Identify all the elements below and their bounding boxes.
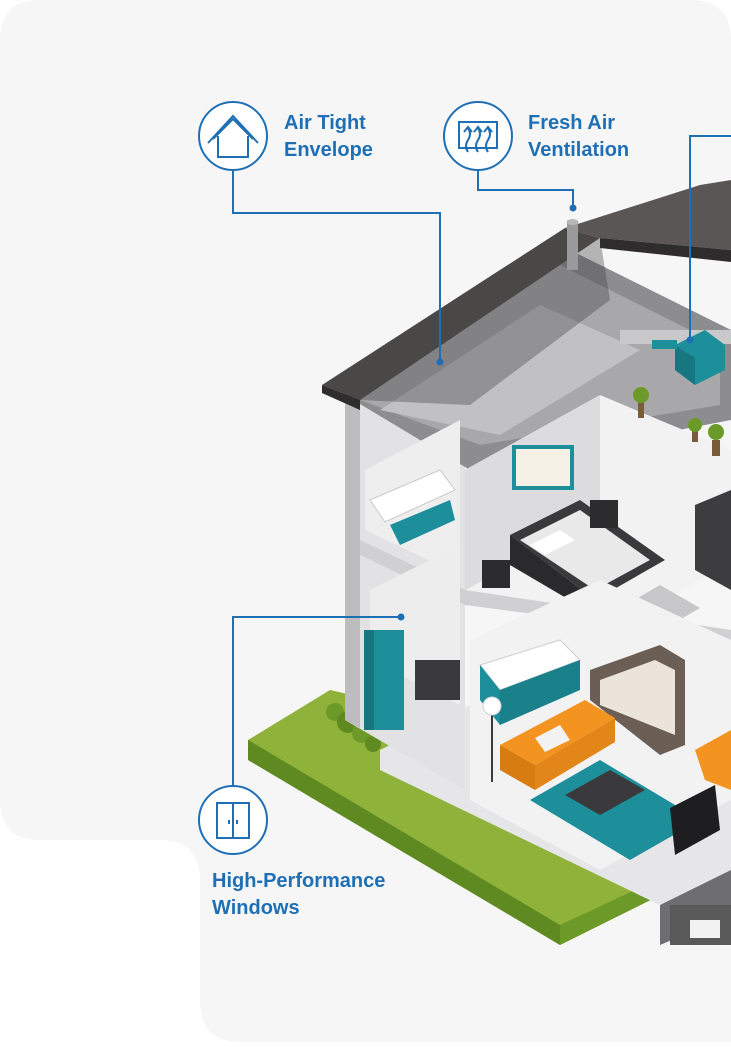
ventilation-arrows-icon xyxy=(443,101,513,171)
label-line: Air Tight xyxy=(284,112,366,134)
plants xyxy=(633,387,724,456)
kitchen xyxy=(364,545,460,730)
wardrobe xyxy=(695,490,731,590)
label-line: Fresh Air xyxy=(528,112,616,134)
callout-dots xyxy=(397,204,694,621)
label-air-tight-envelope: Air Tight Envelope xyxy=(284,110,373,164)
coffee-table xyxy=(565,770,645,815)
ventilation-unit xyxy=(620,330,731,385)
sofa xyxy=(500,700,615,790)
callout-line-windows xyxy=(232,616,401,787)
label-fresh-air-ventilation: Fresh Air Ventilation xyxy=(528,110,629,164)
callout-line-air-tight xyxy=(232,170,441,362)
callout-line-right xyxy=(689,135,731,340)
house-icon xyxy=(198,101,268,171)
label-line: High-Performance xyxy=(212,870,386,892)
callout-lines xyxy=(232,135,731,787)
callout-line-ventilation xyxy=(477,170,574,208)
nightstand xyxy=(482,560,510,588)
floor-lamp xyxy=(482,696,502,782)
window-icon xyxy=(198,785,268,855)
armchair xyxy=(695,730,731,790)
shrubs xyxy=(326,703,381,752)
tv-unit xyxy=(650,785,731,890)
label-high-performance-windows: High-Performance Windows xyxy=(212,868,385,922)
label-line: Envelope xyxy=(284,139,373,161)
rug-living xyxy=(530,760,700,860)
nightstand xyxy=(590,500,618,528)
label-line: Ventilation xyxy=(528,139,630,161)
roof-vent xyxy=(566,219,579,270)
label-line: Windows xyxy=(212,897,300,919)
bookshelf xyxy=(590,645,685,755)
